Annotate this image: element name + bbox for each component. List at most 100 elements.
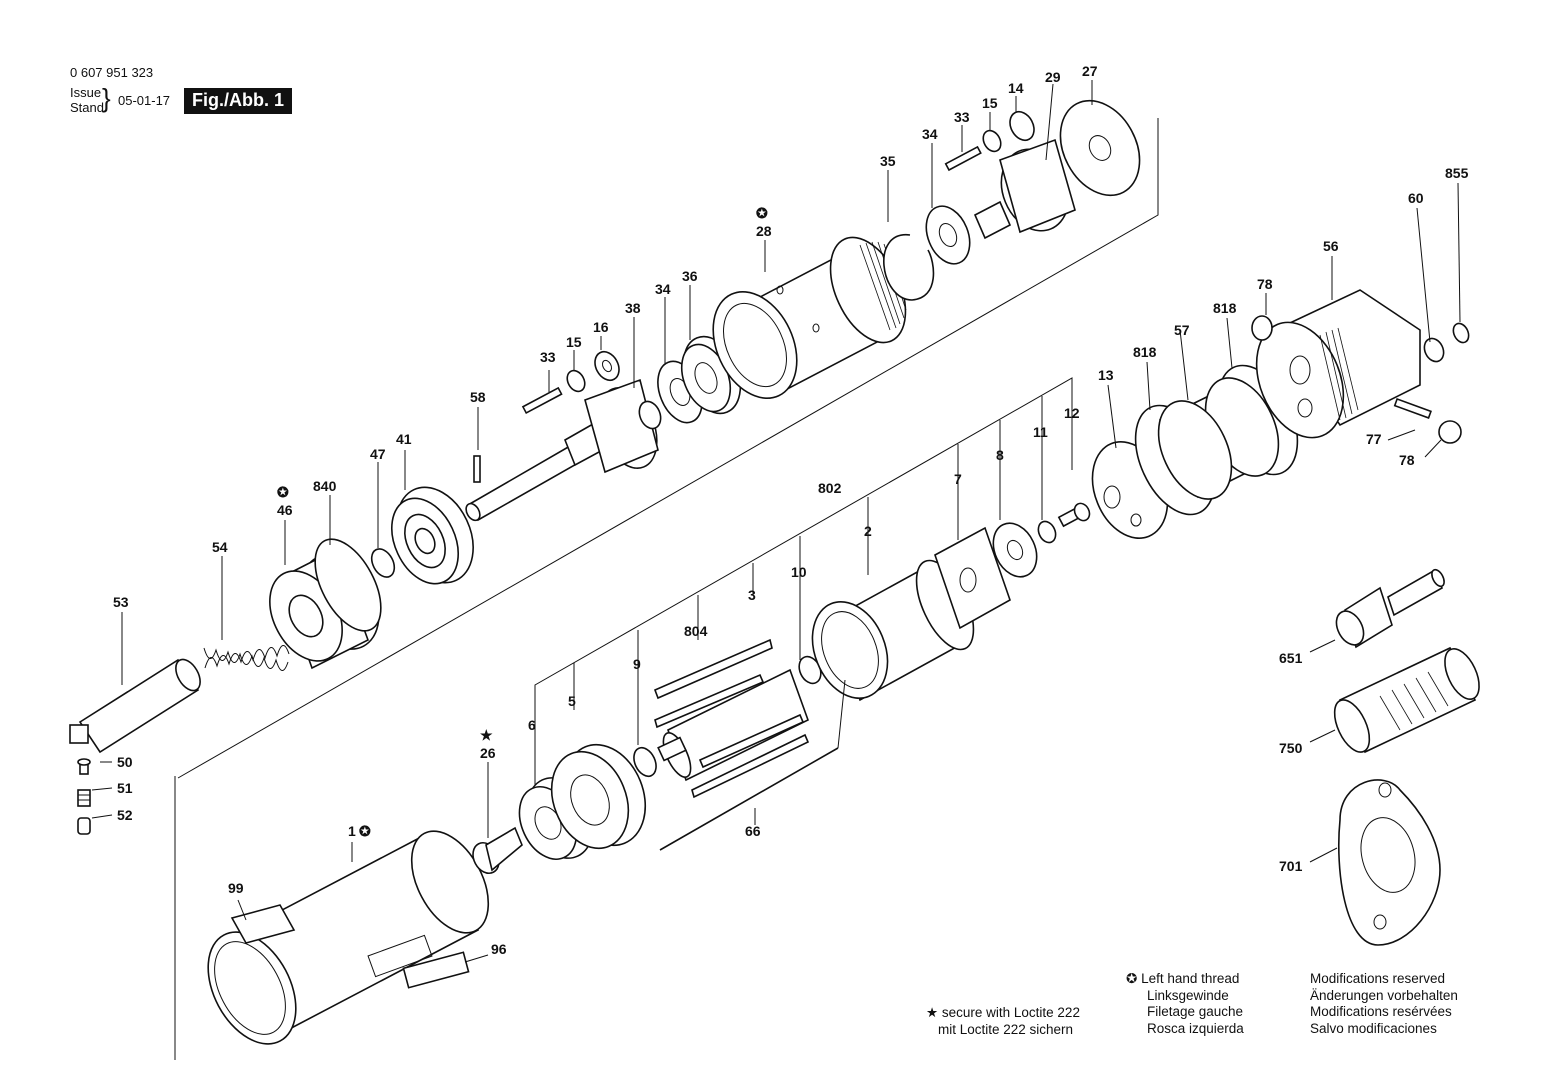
part-78-cap-lower: [1438, 420, 1462, 444]
callout-78-upper: 78: [1257, 276, 1273, 292]
callout-96: 96: [491, 941, 507, 957]
callout-802: 802: [818, 480, 842, 496]
callout-12: 12: [1064, 405, 1080, 421]
mods-es: Salvo modificaciones: [1310, 1020, 1437, 1036]
lower-group-bracket: [534, 377, 1073, 796]
callout-35: 35: [880, 153, 896, 169]
callout-52: 52: [117, 807, 133, 823]
callout-51: 51: [117, 780, 133, 796]
leader-lines: [91, 80, 1461, 963]
left-thread-es: Rosca izquierda: [1147, 1020, 1244, 1036]
part-66-rod: [659, 747, 839, 851]
part-54-spring: [203, 645, 290, 671]
left-thread-legend: ✪ Left hand thread Linksgewinde Filetage…: [1126, 971, 1244, 1037]
callout-14: 14: [1008, 80, 1024, 96]
part-750-muffler: [1333, 646, 1480, 754]
part-35-snap-ring: [883, 234, 935, 301]
callout-99: 99: [228, 880, 244, 896]
part-77-screw: [1393, 397, 1432, 419]
loctite-legend: ★ secure with Loctite 222 mit Loctite 22…: [926, 1005, 1080, 1038]
callout-33-lower: 33: [540, 349, 556, 365]
part-15-sleeve-lower: [566, 369, 586, 393]
part-12-screw: [1057, 502, 1091, 528]
left-thread-en: Left hand thread: [1141, 971, 1240, 986]
part-855-ring: [1452, 322, 1470, 344]
part-41-bearing: [391, 486, 474, 585]
left-thread-fr: Filetage gauche: [1147, 1004, 1244, 1019]
star-symbol: ★: [926, 1005, 939, 1020]
callout-41: 41: [396, 431, 412, 447]
callout-7: 7: [954, 471, 962, 487]
callout-60: 60: [1408, 190, 1424, 206]
callout-33-upper: 33: [954, 109, 970, 125]
part-78-cap-upper: [1251, 315, 1273, 341]
stand-label: Stand: [70, 100, 104, 115]
callout-750: 750: [1279, 740, 1303, 756]
callout-855: 855: [1445, 165, 1469, 181]
figure-badge: Fig./Abb. 1: [184, 88, 292, 114]
part-1-motor-housing: [207, 830, 490, 1045]
part-51-spring: [77, 789, 91, 807]
callout-5: 5: [568, 693, 576, 709]
part-34-washer-upper: [925, 205, 971, 265]
part-99-label: [230, 904, 296, 944]
callout-701: 701: [1279, 858, 1303, 874]
part-53-spindle: [69, 658, 201, 754]
callout-28: 28: [756, 223, 772, 239]
part-8-bearing: [992, 522, 1038, 578]
issue-date: 05-01-17: [118, 93, 171, 108]
callout-57: 57: [1174, 322, 1190, 338]
part-52-plug: [77, 817, 91, 835]
part-651-hose-nipple: [1335, 568, 1445, 649]
part-number: 0 607 951 323: [70, 65, 154, 80]
left-thread-symbol: ✪: [1126, 971, 1138, 986]
part-3-rotor: [653, 638, 810, 799]
part-14-gear: [1009, 110, 1035, 142]
callout-54: 54: [212, 539, 228, 555]
issue-label: Issue: [70, 85, 102, 100]
part-33-pin-lower: [521, 386, 563, 415]
callout-818-lower: 818: [1133, 344, 1157, 360]
part-38-planet-carrier: [465, 378, 662, 522]
mods-en: Modifications reserved: [1310, 971, 1446, 986]
part-840-oring: [314, 538, 382, 632]
callout-840: 840: [313, 478, 337, 494]
part-11-washer: [1037, 520, 1057, 544]
bracket-ticks: [573, 396, 1043, 745]
callout-804: 804: [684, 623, 708, 639]
callout-2: 2: [864, 523, 872, 539]
callout-1-symbol: ✪: [359, 823, 371, 839]
part-57-sleeve: [1157, 377, 1280, 500]
part-9-ring: [633, 746, 657, 778]
callout-27: 27: [1082, 63, 1098, 79]
part-29-planet-carrier: [973, 138, 1076, 240]
callout-13: 13: [1098, 367, 1114, 383]
callout-9: 9: [633, 656, 641, 672]
callout-labels: 27 29 14 15 33 34 35 ✪ 28 36 34 38 16 15…: [113, 63, 1469, 957]
callout-26-symbol: ★: [480, 727, 493, 743]
upper-frame-line: [177, 118, 1159, 779]
callout-53: 53: [113, 594, 129, 610]
part-50-screw: [77, 758, 91, 775]
mods-de: Änderungen vorbehalten: [1310, 987, 1458, 1003]
part-58-pin: [473, 455, 481, 483]
callout-3: 3: [748, 587, 756, 603]
callout-46: 46: [277, 502, 293, 518]
callout-34-upper: 34: [922, 126, 938, 142]
part-60-nut: [1423, 337, 1445, 363]
callout-16: 16: [593, 319, 609, 335]
callout-15-lower: 15: [566, 334, 582, 350]
part-15-sleeve-upper: [982, 129, 1002, 153]
part-26-pinion: [472, 826, 523, 875]
callout-10: 10: [791, 564, 807, 580]
part-5-end-plate: [550, 743, 647, 850]
callout-15-upper: 15: [982, 95, 998, 111]
callout-1: 1: [348, 823, 356, 839]
callout-78-lower: 78: [1399, 452, 1415, 468]
callout-11: 11: [1033, 424, 1048, 440]
callout-46-symbol: ✪: [277, 484, 289, 500]
callout-651: 651: [1279, 650, 1303, 666]
callout-6: 6: [528, 717, 536, 733]
callout-818-upper: 818: [1213, 300, 1237, 316]
